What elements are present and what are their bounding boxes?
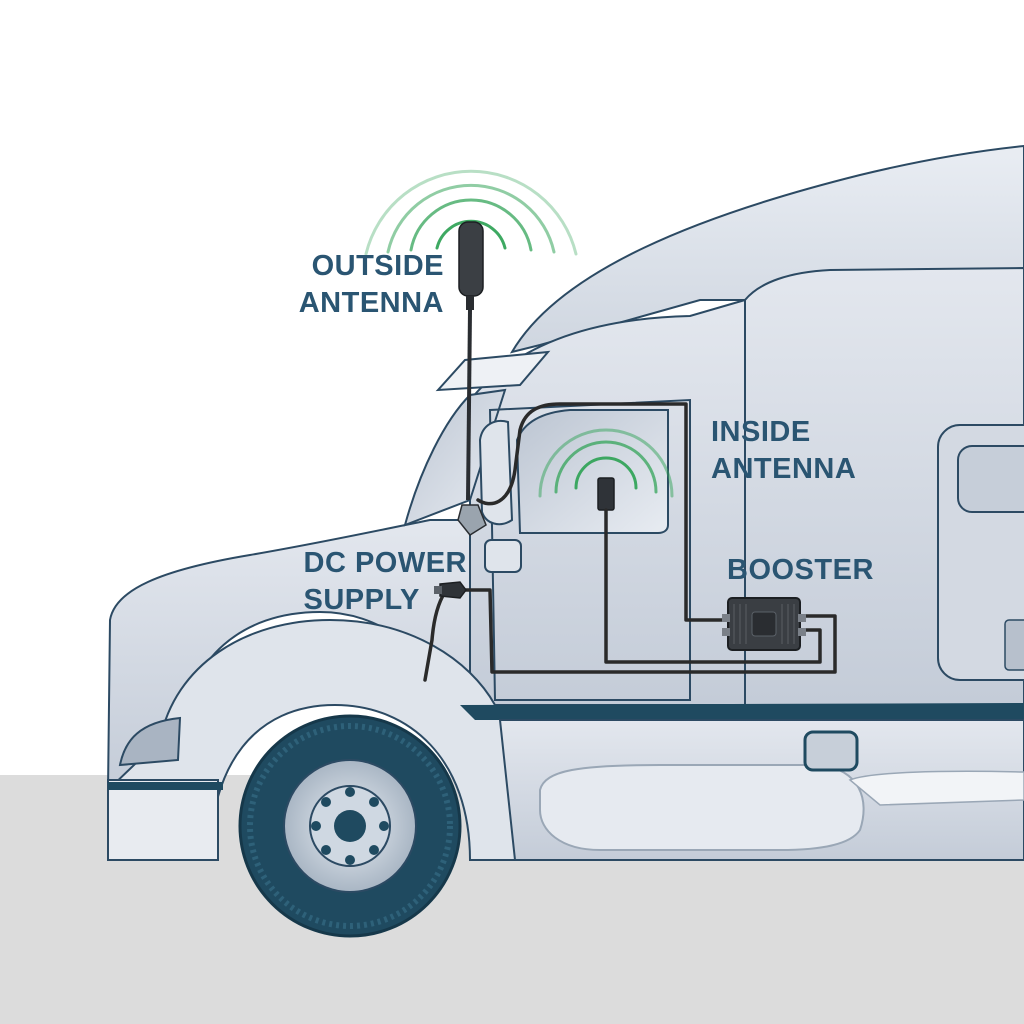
booster-label: BOOSTER [727, 552, 874, 589]
fuel-tank [539, 764, 865, 851]
step-highlight [848, 770, 1024, 806]
outside-antenna-label: OUTSIDE ANTENNA [299, 248, 444, 322]
outside-antenna-label-line2: ANTENNA [298, 287, 444, 319]
roof-fairing [509, 144, 1024, 354]
side-trim-stripe [460, 703, 1024, 720]
mirror-mount [484, 539, 522, 573]
front-wheel [238, 714, 462, 938]
dc-power-supply-label: DC POWER SUPPLY [304, 545, 468, 619]
side-mirror [478, 420, 514, 526]
inside-antenna-label-line1: INSIDE [711, 416, 811, 448]
inside-signal-waves [538, 428, 674, 498]
inside-antenna [597, 477, 615, 511]
sun-visor [435, 350, 551, 392]
dc-power-supply-label-line1: DC POWER [303, 547, 467, 579]
side-marker-light [803, 730, 859, 772]
door-window [515, 409, 669, 534]
inside-antenna-label: INSIDE ANTENNA [711, 414, 856, 488]
sleeper-window [957, 445, 1024, 513]
booster-label-text: BOOSTER [727, 554, 874, 586]
front-bumper [107, 779, 219, 861]
sleeper-vent [1004, 619, 1024, 671]
inside-antenna-label-line2: ANTENNA [711, 453, 857, 485]
booster-unit [722, 597, 806, 651]
dc-power-supply-label-line2: SUPPLY [303, 584, 420, 616]
bumper-stripe [108, 782, 223, 790]
dc-power-plug [434, 581, 467, 599]
outside-antenna [457, 221, 487, 536]
headlight [118, 716, 182, 767]
outside-antenna-label-line1: OUTSIDE [311, 250, 444, 282]
